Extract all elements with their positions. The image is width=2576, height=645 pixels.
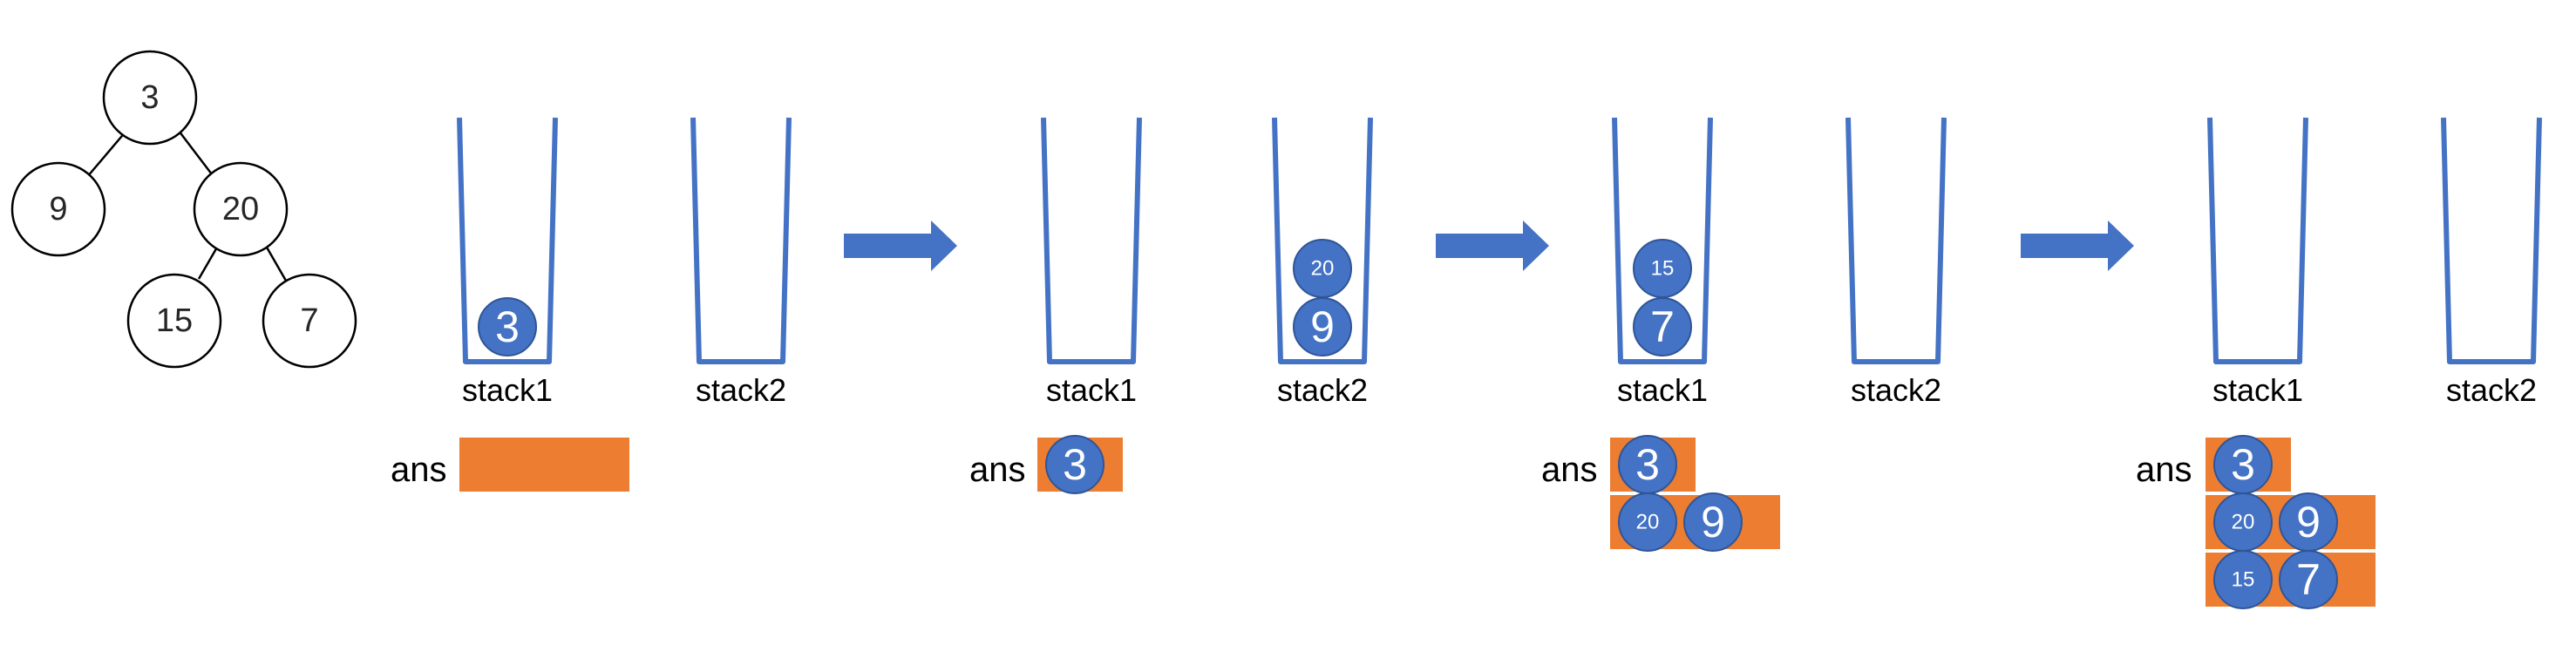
step-1-stack1-label: stack1 [462,372,553,408]
tree-edge-root-right [178,130,213,175]
step-3-ans-ball-label: 20 [1636,511,1660,534]
step-2-stack2-ball-label: 20 [1311,257,1335,281]
step-3-stack2-label: stack2 [1851,372,1941,408]
step-4-ans-ball-label: 3 [2231,440,2255,489]
right-arrow-icon [844,221,957,271]
step-3-ans-ball-label: 3 [1635,440,1660,489]
step-1: 3 [457,117,792,492]
step-4-ans-ball: 20 [2213,492,2273,552]
step-2-ans-ball-label: 3 [1063,440,1087,489]
step-1-stack2-container [690,117,792,364]
tree-node-right-left: 15 [126,273,222,369]
tree-node-left-label: 9 [49,191,67,227]
step-4-ans-ball: 3 [2213,435,2273,494]
tree-edge-20-15 [197,245,220,280]
step-2-stack2-label: stack2 [1277,372,1368,408]
step-3-ans-row: 3 [1610,435,1696,494]
step-4: 3 20 9 15 7 [2206,117,2542,609]
step-4-ans-ball: 15 [2213,550,2273,609]
step-2-stack2-ball: 9 [1293,297,1352,356]
step-2-stack1-label: stack1 [1046,372,1137,408]
step-1-stack1-container [457,117,558,364]
step-3-ans-ball-label: 9 [1701,498,1725,547]
step-2-ans-label: ans [969,451,1026,489]
tree-node-right-left-label: 15 [156,302,193,339]
step-1-ans-label: ans [391,451,447,489]
right-arrow-icon [1436,221,1549,271]
tree-node-right-label: 20 [222,191,259,227]
step-4-stack2-container [2441,117,2542,364]
step-2-stack1-container [1041,117,1142,364]
step-1-stack1-ball-label: 3 [495,302,520,351]
step-2-stack2-container [1272,117,1373,364]
transition-arrows [844,221,2134,271]
step-3-stack1-ball: 7 [1633,297,1692,356]
binary-tree: 3 9 20 15 7 [10,50,357,369]
step-2-ans-ball: 3 [1045,435,1104,494]
tree-node-root: 3 [102,50,198,146]
step-4-ans-ball-label: 15 [2232,568,2255,592]
step-3-ans-ball: 20 [1618,492,1677,552]
step-3-stack1-label: stack1 [1617,372,1708,408]
ans-labels: ans ans ans ans [391,451,2192,489]
step-2-ans-row: 3 [1037,435,1123,494]
right-arrow-icon [2021,221,2134,271]
step-4-ans-ball-label: 7 [2296,555,2321,604]
step-1-stack1-ball: 3 [478,297,537,356]
step-3-stack1-ball: 15 [1633,239,1692,298]
step-4-stack2-label: stack2 [2446,372,2537,408]
step-3-ans-row: 20 9 [1610,492,1780,552]
tree-node-root-label: 3 [140,79,159,116]
step-3-stack1-ball-label: 7 [1650,302,1675,351]
step-3-stack1-ball-label: 15 [1651,257,1675,281]
tree-node-right-right-label: 7 [300,302,318,339]
step-4-ans-row: 20 9 [2206,492,2375,552]
tree-node-right-right: 7 [262,273,357,369]
step-3-ans-ball: 9 [1683,492,1743,552]
step-4-stack1-label: stack1 [2212,372,2303,408]
step-3-stack2-container [1845,117,1947,364]
step-3-ans-label: ans [1541,451,1598,489]
step-4-ans-ball-label: 20 [2232,511,2255,534]
tree-node-right: 20 [193,161,289,257]
tree-node-left: 9 [10,161,106,257]
step-4-stack1-container [2207,117,2308,364]
step-4-ans-ball: 9 [2279,492,2338,552]
tree-edge-root-left [86,130,127,178]
step-4-ans-ball: 7 [2279,550,2338,609]
step-2-stack2-ball: 20 [1293,239,1352,298]
step-1-stack2-label: stack2 [696,372,786,408]
stack-labels: stack1 stack2 stack1 stack2 stack1 stack… [462,372,2537,408]
step-3-stack1-container [1612,117,1713,364]
step-4-ans-row: 3 [2206,435,2291,494]
step-4-ans-ball-label: 9 [2296,498,2321,547]
tree-edge-20-7 [264,245,288,282]
step-4-ans-label: ans [2136,451,2192,489]
step-2: 9 20 3 [1037,117,1373,494]
step-4-ans-row: 15 7 [2206,550,2375,609]
step-2-stack2-ball-label: 9 [1310,302,1335,351]
step-3-ans-ball: 3 [1618,435,1677,494]
step-1-ans-empty-box [459,438,629,492]
step-3: 7 15 3 20 9 [1610,117,1947,552]
